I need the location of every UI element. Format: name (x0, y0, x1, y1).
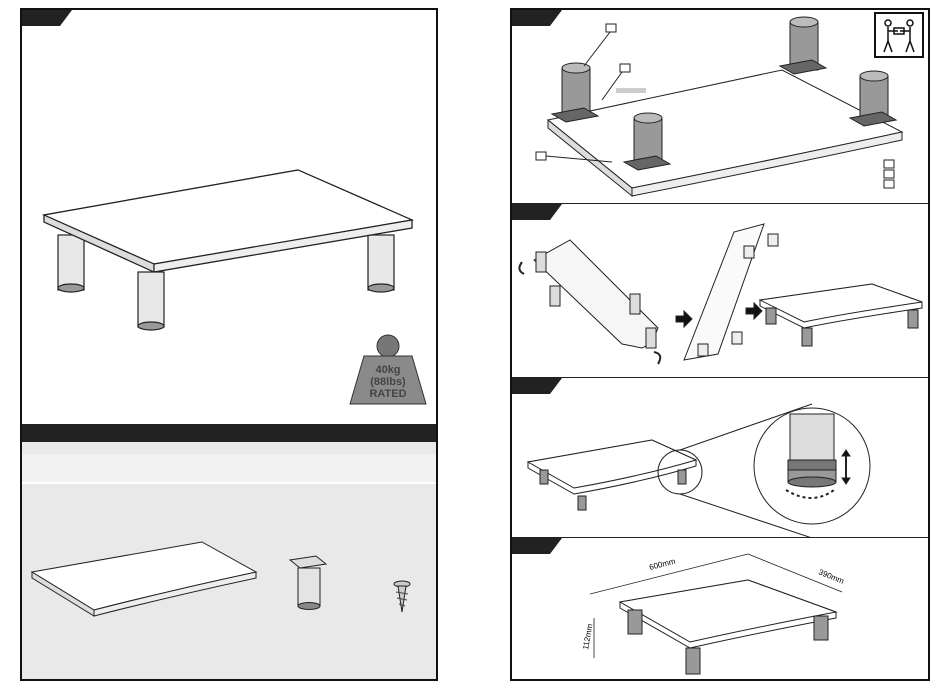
weight-line-2: (88lbs) (346, 376, 430, 388)
dimensions-illustration: 600mm 390mm 112mm (512, 538, 928, 681)
step-2-panel (512, 204, 928, 378)
board-part (32, 542, 256, 616)
leg-part (290, 556, 326, 610)
step-tab (512, 538, 550, 554)
step-3-panel (512, 378, 928, 538)
step-tab (512, 204, 550, 220)
step-4-panel: 600mm 390mm 112mm (512, 538, 928, 681)
weight-line-3: RATED (346, 388, 430, 400)
width-dim: 600mm (648, 557, 676, 572)
step-3-illustration (512, 378, 928, 538)
contents-panel (22, 442, 436, 681)
weight-line-1: 40kg (346, 364, 430, 376)
weight-rating-badge: 40kg (88lbs) RATED (346, 332, 430, 408)
step-tab (512, 378, 550, 394)
depth-dim: 390mm (817, 568, 845, 586)
contents-header-bar (22, 424, 436, 442)
step-1-illustration (512, 10, 928, 204)
step-1-panel (512, 10, 928, 204)
step-tab (512, 10, 550, 26)
left-page: 40kg (88lbs) RATED (20, 8, 438, 681)
step-2-illustration (512, 204, 928, 378)
right-page: 600mm 390mm 112mm (510, 8, 930, 681)
two-person-lift-icon (874, 12, 924, 58)
contents-subheader (22, 454, 436, 484)
screw-part (394, 581, 410, 612)
height-dim: 112mm (581, 623, 594, 651)
